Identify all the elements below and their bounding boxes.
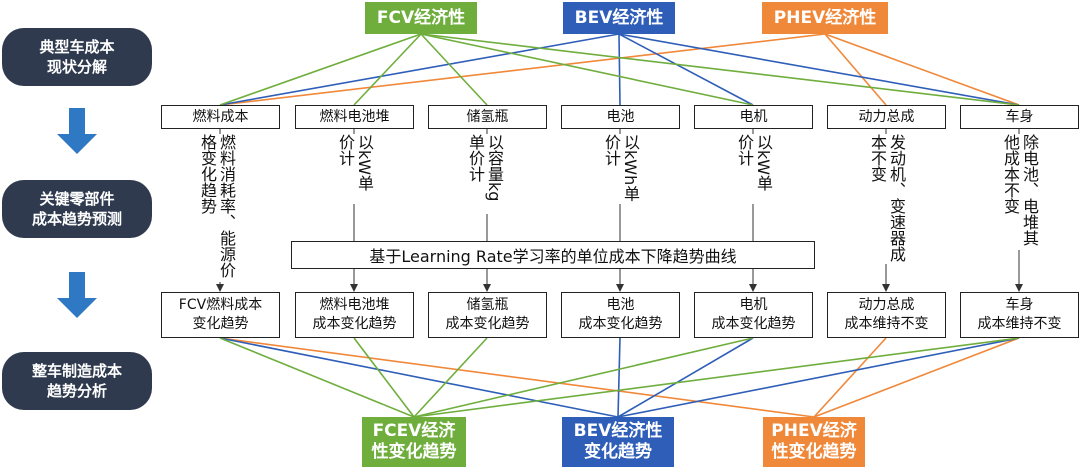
component-fuel-cell-stack: 燃料电池堆 xyxy=(295,105,414,129)
component-battery: 电池 xyxy=(561,105,680,129)
component-powertrain: 动力总成 xyxy=(827,105,946,129)
trend-battery: 电池 成本变化趋势 xyxy=(561,292,680,338)
fcv-link-top-4 xyxy=(420,33,754,106)
fcv-link-bottom-6 xyxy=(413,337,1020,418)
bev-link-top-3 xyxy=(618,33,621,106)
flow-arrowhead-5 xyxy=(882,284,890,292)
bev-link-bottom-4 xyxy=(617,337,754,418)
bev-link-top-4 xyxy=(618,33,754,106)
step-vehicle-cost-analysis: 整车制造成本 趋势分析 xyxy=(2,352,152,410)
phev-link-top-0 xyxy=(219,33,826,106)
fcv-link-bottom-1 xyxy=(353,337,415,418)
driver-text-body: 除电池、电堆其他成本不变 xyxy=(1001,134,1039,250)
phev-link-top-6 xyxy=(824,33,1020,106)
component-body: 车身 xyxy=(960,105,1079,129)
flow-arrowhead-2 xyxy=(483,284,491,292)
bottom-bev-trend: BEV经济性 变化趋势 xyxy=(562,417,674,467)
trend-body: 车身 成本维持不变 xyxy=(960,292,1079,338)
component-hydrogen-tank: 储氢瓶 xyxy=(428,105,547,129)
bottom-phev-trend: PHEV经济 性变化趋势 xyxy=(763,417,865,467)
phev-link-top-5 xyxy=(824,33,887,106)
component-fuel-cost: 燃料成本 xyxy=(161,105,280,129)
driver-text-fuel-cost: 燃料消耗率、能源价格变化趋势 xyxy=(198,134,236,282)
flow-arrowhead-3 xyxy=(616,284,624,292)
driver-text-powertrain: 发动机、变速器成本不变 xyxy=(868,134,906,264)
flow-arrowhead-6 xyxy=(1015,284,1023,292)
phev-link-bottom-5 xyxy=(813,337,887,418)
bottom-fcev-trend: FCEV经济 性变化趋势 xyxy=(362,417,466,467)
fcv-link-top-0 xyxy=(219,33,422,106)
header-fcv-economy: FCV经济性 xyxy=(365,2,477,34)
header-bev-economy: BEV经济性 xyxy=(563,2,675,34)
fcv-link-top-2 xyxy=(420,33,488,106)
step-cost-breakdown: 典型车成本 现状分解 xyxy=(2,28,152,86)
learning-rate-curve-band: 基于Learning Rate学习率的单位成本下降趋势曲线 xyxy=(291,241,815,269)
trend-powertrain: 动力总成 成本维持不变 xyxy=(827,292,946,338)
trend-fuel-cost: FCV燃料成本 变化趋势 xyxy=(161,292,280,338)
fcv-link-bottom-0 xyxy=(219,337,415,418)
driver-text-battery: 以kWh单价计 xyxy=(602,134,640,204)
trend-hydrogen-tank: 储氢瓶 成本变化趋势 xyxy=(428,292,547,338)
fcv-link-top-1 xyxy=(353,33,422,106)
trend-fuel-cell-stack: 燃料电池堆 成本变化趋势 xyxy=(295,292,414,338)
flow-arrowhead-4 xyxy=(749,284,757,292)
bev-link-bottom-0 xyxy=(219,337,619,418)
fcv-link-top-6 xyxy=(420,33,1020,106)
flow-arrowhead-1 xyxy=(350,284,358,292)
phev-link-bottom-6 xyxy=(813,337,1020,418)
driver-text-motor: 以kW单价计 xyxy=(735,134,773,204)
bev-link-bottom-3 xyxy=(617,337,621,418)
trend-motor: 电机 成本变化趋势 xyxy=(694,292,813,338)
flow-arrowhead-0 xyxy=(216,284,224,292)
down-arrow-icon xyxy=(57,272,97,320)
bev-link-top-6 xyxy=(618,33,1020,106)
component-motor: 电机 xyxy=(694,105,813,129)
fcv-link-bottom-4 xyxy=(413,337,754,418)
bev-link-bottom-6 xyxy=(617,337,1020,418)
driver-text-hydrogen-tank: 以容量kg单价计 xyxy=(466,134,504,214)
step-component-forecast: 关键零部件 成本趋势预测 xyxy=(2,180,152,238)
bev-link-top-0 xyxy=(219,33,620,106)
header-phev-economy: PHEV经济性 xyxy=(762,2,888,34)
fcv-link-bottom-2 xyxy=(413,337,488,418)
down-arrow-icon xyxy=(57,108,97,156)
phev-link-bottom-0 xyxy=(219,337,815,418)
driver-text-fuel-cell-stack: 以kW单价计 xyxy=(336,134,374,204)
